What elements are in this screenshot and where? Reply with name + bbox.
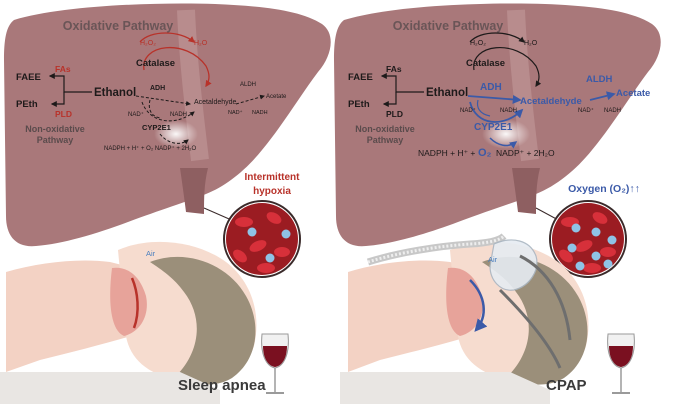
right-nadh-label: NADH: [500, 108, 517, 114]
left-aldh-nad-label: NAD⁺: [228, 109, 243, 116]
right-nad-label: NAD⁺: [460, 107, 476, 114]
right-h2o2-label: H₂O₂: [470, 40, 486, 47]
right-h2o-label: H₂O: [524, 40, 538, 47]
right-faee-label: FAEE: [348, 72, 373, 83]
right-panel: Oxidative Pathway H₂O₂ H₂O Catalase FAs …: [334, 3, 661, 404]
right-pld-label: PLD: [386, 109, 403, 119]
left-hypoxia-label-2: hypoxia: [253, 186, 291, 197]
sleeping-person-icon: [0, 241, 257, 404]
cpap-mask-icon: [366, 233, 572, 369]
right-non-oxidative-label: Non-oxidative: [355, 124, 415, 134]
right-reaction-right: NADP⁺ + 2H₂O: [496, 148, 555, 158]
right-peth-label: PEth: [348, 99, 370, 110]
left-cyp2e1-label: CYP2E1: [142, 123, 171, 132]
left-catalase-label: Catalase: [136, 58, 175, 69]
left-aldh-label: ALDH: [240, 82, 256, 88]
left-caption: Sleep apnea: [178, 377, 266, 394]
left-panel: Oxidative Pathway H₂O₂ H₂O Catalase FAs …: [0, 3, 331, 404]
right-reaction-o2: O₂: [478, 147, 492, 159]
left-faee-label: FAEE: [16, 72, 41, 83]
left-nad-label: NAD⁺: [128, 111, 144, 118]
left-air-label: Air: [146, 249, 156, 258]
right-fas-label: FAs: [386, 64, 402, 74]
left-aldh-nadh-label: NADH: [252, 110, 268, 116]
right-reaction-left: NADPH + H⁺ +: [418, 148, 475, 158]
right-oxygen-label: Oxygen (O₂)↑↑: [568, 183, 640, 195]
blood-cells-magnifier-icon: [223, 200, 301, 278]
left-pathway-label: Pathway: [37, 135, 74, 145]
left-reaction-label: NADPH + H⁺ + O₂ NADP⁺ + 2H₂O: [104, 145, 197, 152]
left-fas-label: FAs: [55, 64, 71, 74]
right-aldh-nad-label: NAD⁺: [578, 107, 594, 114]
right-air-label: Air: [488, 255, 498, 264]
right-pathway-label: Pathway: [367, 135, 404, 145]
blood-vessel-icon: [180, 168, 208, 214]
blood-vessel-icon: [512, 168, 540, 214]
right-catalase-label: Catalase: [466, 58, 505, 69]
right-acetaldehyde-label: Acetaldehyde: [520, 96, 582, 107]
right-acetate-label: Acetate: [616, 88, 650, 99]
left-h2o-label: H₂O: [194, 40, 208, 47]
left-adh-label: ADH: [150, 85, 165, 92]
wine-glass-icon: [261, 333, 289, 394]
left-pld-label: PLD: [55, 109, 72, 119]
wine-glass-icon: [607, 333, 635, 394]
left-ethanol-label: Ethanol: [94, 87, 136, 99]
right-caption: CPAP: [546, 377, 587, 394]
right-aldh-label: ALDH: [586, 74, 613, 85]
right-aldh-nadh-label: NADH: [604, 108, 621, 114]
left-title: Oxidative Pathway: [63, 19, 174, 33]
left-h2o2-label: H₂O₂: [140, 40, 156, 47]
left-acetate-label: Acetate: [266, 94, 287, 100]
left-non-oxidative-label: Non-oxidative: [25, 124, 85, 134]
right-adh-label: ADH: [480, 82, 502, 93]
left-hypoxia-label-1: Intermittent: [245, 172, 301, 183]
left-peth-label: PEth: [16, 99, 38, 110]
right-title: Oxidative Pathway: [393, 19, 504, 33]
right-cyp2e1-label: CYP2E1: [474, 122, 513, 133]
left-acetaldehyde-label: Acetaldehyde: [194, 99, 237, 106]
blood-cells-magnifier-icon: [549, 200, 627, 278]
right-ethanol-label: Ethanol: [426, 87, 468, 99]
left-nadh-label: NADH: [170, 112, 187, 118]
